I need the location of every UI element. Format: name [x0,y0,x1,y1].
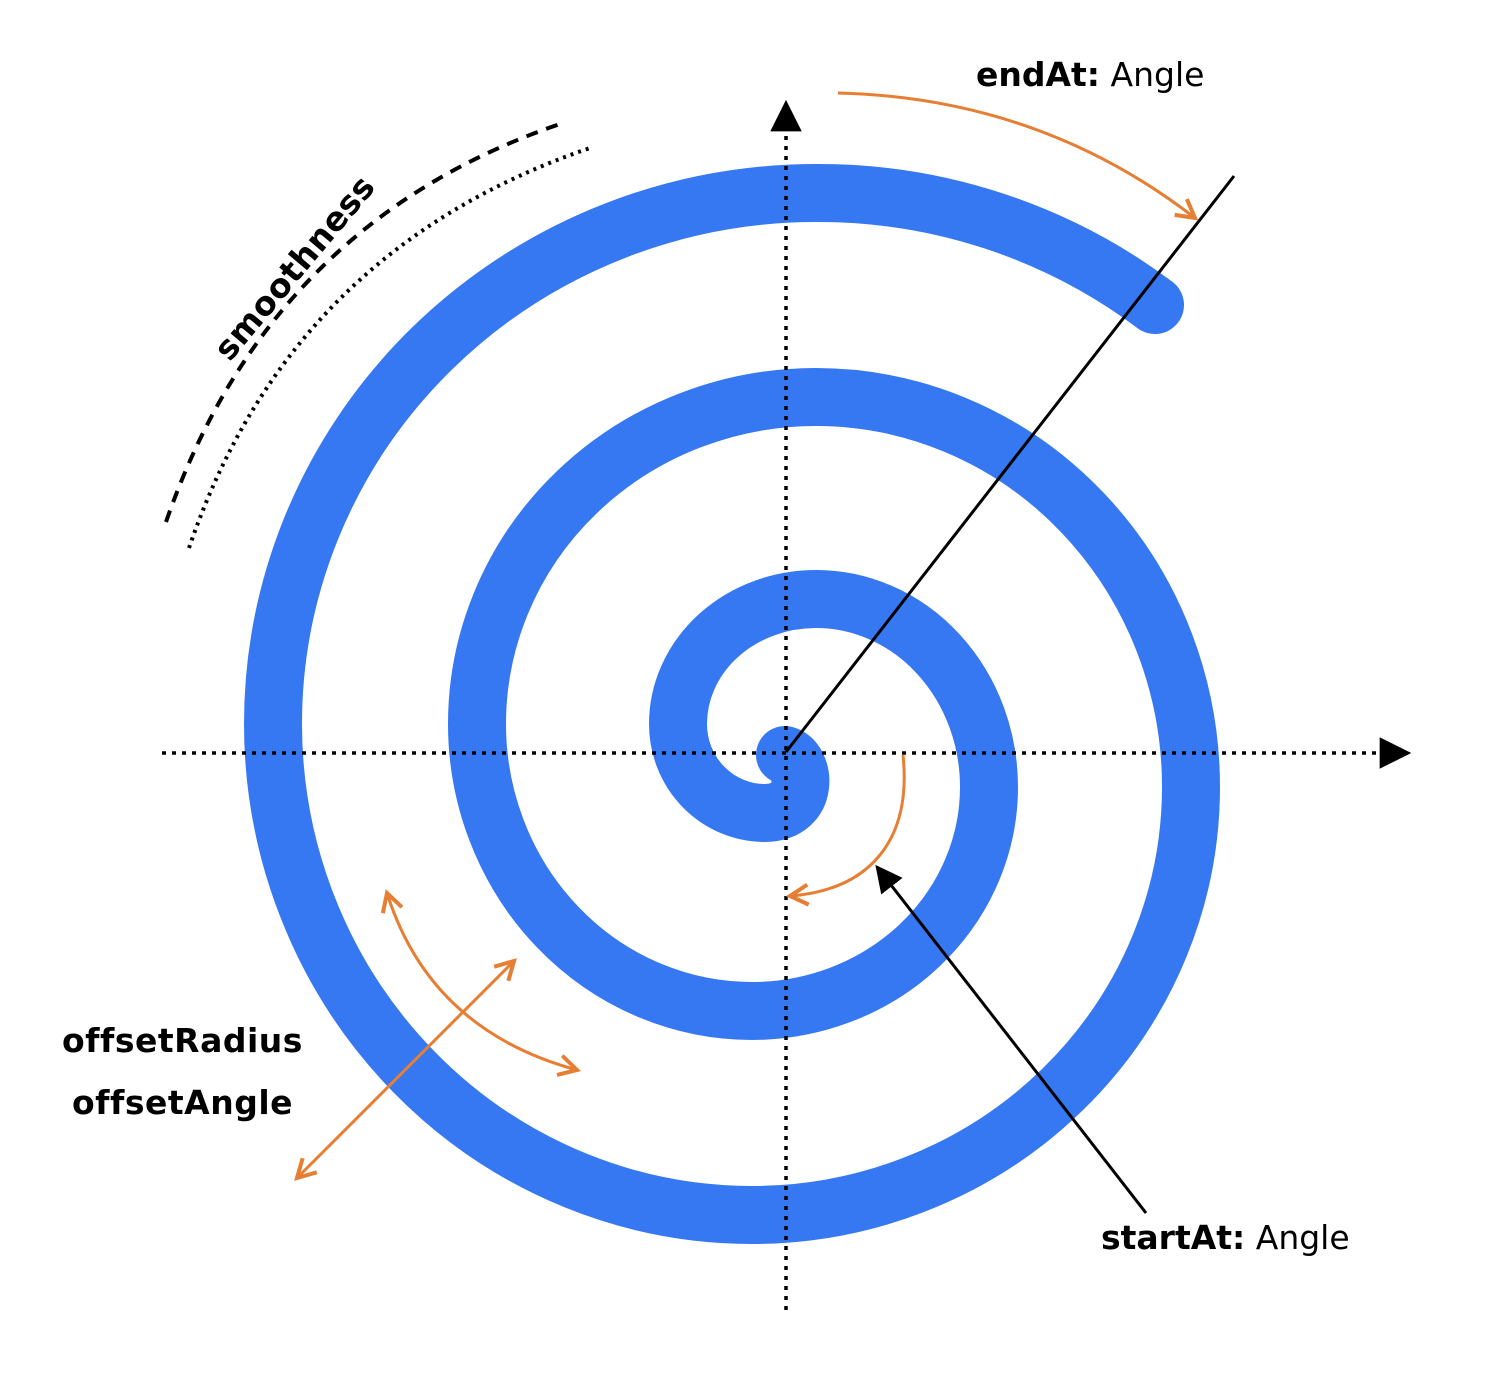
spiral [243,163,1221,1245]
offset-radius-label: offsetRadius [62,1021,303,1060]
start-at-label: startAt: Angle [1101,1218,1350,1257]
start-at-angle-arrow [790,754,906,896]
start-at-key: startAt: [1101,1218,1246,1257]
smoothness-dashed-arc [164,120,567,523]
start-at-pointer-arrow [875,864,1148,1214]
end-at-key: endAt: [976,55,1101,94]
start-at-type: Angle [1255,1218,1350,1257]
offset-angle-label: offsetAngle [72,1083,294,1122]
end-at-angle-arrow [837,91,1195,218]
offset-angle-arrow [387,893,577,1070]
end-angle-ray [784,175,1236,753]
end-at-type: Angle [1110,55,1205,94]
end-at-label: endAt: Angle [976,55,1204,94]
